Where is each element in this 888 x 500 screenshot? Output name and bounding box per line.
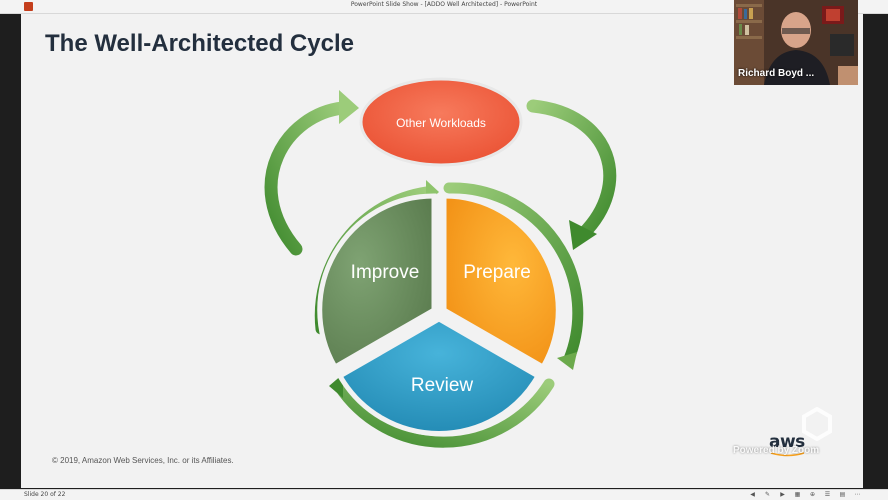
slide-indicator: Slide 20 of 22 [24,491,66,498]
arrow-head-to-prepare [569,220,597,250]
zoom-watermark: Powered by Zoom [733,445,820,456]
arrow-head-to-workloads [339,90,359,124]
notes-icon[interactable]: ▤ [839,491,846,498]
aws-smile-icon [770,452,805,457]
cycle-diagram: Other Workloads Improve Prepare Review [264,77,617,448]
pen-icon[interactable]: ✎ [764,491,771,498]
segment-review [336,316,542,436]
segment-improve [317,193,437,371]
participant-video[interactable]: Richard Boyd ... [734,0,858,85]
label-other-workloads: Other Workloads [396,116,486,130]
copyright-text: © 2019, Amazon Web Services, Inc. or its… [52,456,234,465]
arrow-improve-to-workloads [264,101,350,256]
window-titlebar: PowerPoint Slide Show - [ADDO Well Archi… [0,0,888,14]
aws-logo: aws [769,432,805,452]
ring-arrow-head-right [557,352,577,370]
menu-icon[interactable]: ☰ [824,491,831,498]
prev-icon[interactable]: ◀ [750,491,755,498]
label-prepare: Prepare [463,262,531,283]
window-title: PowerPoint Slide Show - [ADDO Well Archi… [350,1,538,8]
status-controls: ◀ ✎ ▶ ▦ ⊕ ☰ ▤ ⋯ [748,491,862,498]
participant-video-image [734,0,858,85]
ring-arrow-right [443,182,584,365]
slide-title: The Well-Architected Cycle [45,30,354,57]
powerpoint-icon [24,2,33,11]
status-bar: Slide 20 of 22 ◀ ✎ ▶ ▦ ⊕ ☰ ▤ ⋯ [0,489,888,500]
arrow-workloads-to-prepare [526,99,617,241]
grid-view-icon[interactable]: ▦ [794,491,801,498]
segment-prepare [441,193,561,371]
label-review: Review [411,375,474,396]
other-workloads-node [359,77,523,167]
play-icon[interactable]: ▶ [780,491,785,498]
ring-arrow-bottom [333,378,555,448]
slide-canvas: The Well-Architected Cycle [21,14,863,488]
zoom-hex-icon [802,407,832,441]
label-improve: Improve [351,262,420,283]
participant-name: Richard Boyd ... [738,68,815,79]
zoom-icon[interactable]: ⊕ [809,491,816,498]
more-icon[interactable]: ⋯ [854,491,861,498]
